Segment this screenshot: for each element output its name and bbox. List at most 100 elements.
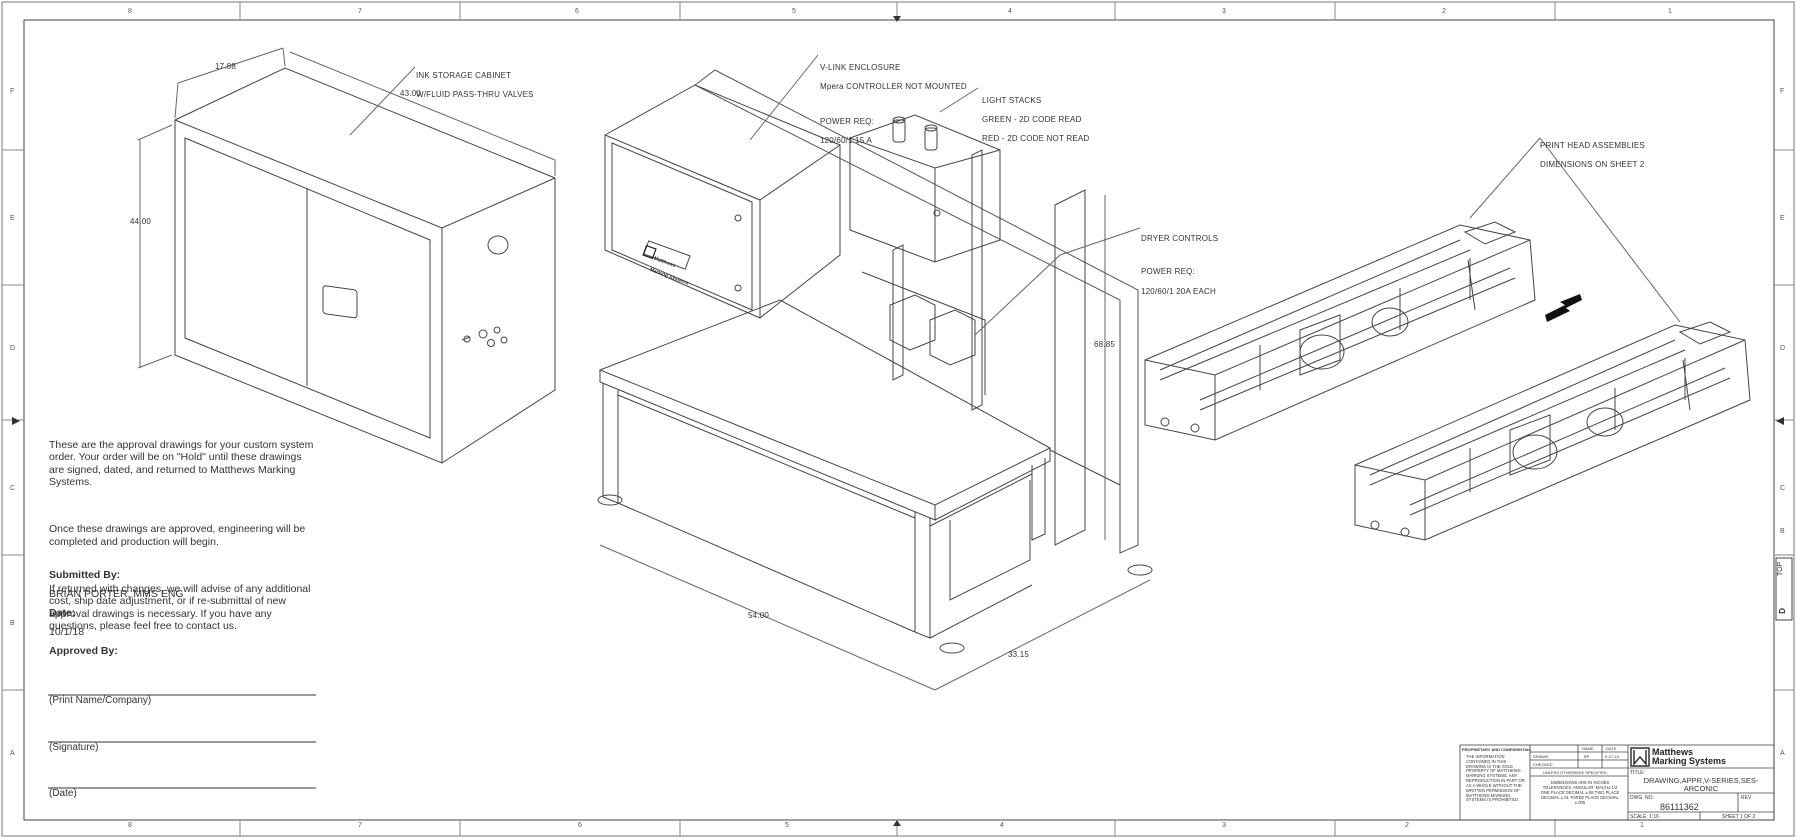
signature-caption: (Signature): [49, 742, 99, 753]
title-block-frame: [1459, 744, 1775, 821]
drawn-name: BP: [1584, 754, 1590, 759]
cabinet-width-dim: 43.00: [400, 89, 422, 98]
checked-label: CHECKED: [1533, 762, 1553, 767]
zone-bottom-7: 7: [358, 822, 362, 829]
light-stacks-line1: LIGHT STACKS: [982, 95, 1042, 105]
sheet-value: SHEET 1 OF 2: [1722, 814, 1756, 820]
note-paragraph-3: If returned with changes, we will advise…: [49, 582, 311, 633]
side-tab-frame: [1775, 557, 1793, 621]
zone-bottom-6: 6: [578, 822, 582, 829]
drawn-date: 9-27-18: [1605, 754, 1619, 759]
zone-bottom-8: 8: [128, 822, 132, 829]
print-name-caption: (Print Name/Company): [49, 695, 152, 706]
light-stacks-line2: GREEN - 2D CODE READ: [982, 114, 1082, 124]
zone-left-D: D: [10, 345, 16, 352]
note-paragraph-1: These are the approval drawings for your…: [49, 438, 314, 489]
zone-bottom-4: 4: [1000, 822, 1004, 829]
date-header: DATE: [1606, 746, 1617, 751]
zone-bottom-3: 3: [1222, 822, 1226, 829]
zone-left-E: E: [10, 215, 15, 222]
enclosure-logo-icon: [642, 244, 657, 260]
zone-top-4: 4: [1008, 8, 1012, 15]
zone-left-A: A: [10, 750, 15, 757]
company-name-line2: Marking Systems: [1652, 756, 1727, 766]
dryer-line3: 120/60/1 20A EACH: [1141, 286, 1217, 296]
submitted-by-label: Submitted By:: [49, 569, 121, 581]
zone-right-F: F: [1780, 88, 1785, 95]
dryer-controls-label: DRYER CONTROLS POWER REQ: 120/60/1 20A E…: [1141, 224, 1218, 306]
company-name-line1: Matthews: [1652, 747, 1694, 757]
table-depth-dim: 33.15: [1008, 650, 1030, 659]
zone-bottom-1: 1: [1640, 822, 1644, 829]
scale-value: SCALE: 1:16: [1630, 814, 1659, 820]
zone-top-5: 5: [792, 8, 796, 15]
zone-left-B: B: [10, 620, 15, 627]
submitted-by-value: BRIAN PORTER, MMS ENG: [49, 588, 184, 600]
zone-top-1: 1: [1668, 8, 1672, 15]
print-heads-line1: PRINT HEAD ASSEMBLIES: [1540, 140, 1645, 150]
print-heads-drawing: [1144, 137, 1751, 541]
zone-bottom-5: 5: [785, 822, 789, 829]
print-heads-line2: DIMENSIONS ON SHEET 2: [1540, 159, 1645, 169]
zone-left-C: C: [10, 485, 16, 492]
enclosure-power-value: 120/60/1 15 A: [820, 135, 872, 145]
zone-bottom-2: 2: [1405, 822, 1409, 829]
zone-top-6: 6: [575, 8, 579, 15]
title-label: TITLE:: [1630, 770, 1646, 776]
company-name: Matthews Marking Systems: [1652, 748, 1726, 766]
date-caption: (Date): [49, 788, 77, 799]
enclosure-label-line1: V-LINK ENCLOSURE: [820, 62, 901, 72]
direction-arrow: [1545, 294, 1582, 322]
approved-by-label: Approved By:: [49, 645, 118, 657]
cabinet-label-line1: INK STORAGE CABINET: [416, 70, 512, 80]
center-mark-right: [1776, 417, 1784, 425]
zone-right-C: C: [1780, 485, 1786, 492]
table-height-dim: 68.85: [1094, 340, 1116, 349]
rev-label: REV: [1741, 795, 1752, 801]
center-mark-top: [893, 16, 901, 22]
matthews-logo-icon: [1630, 747, 1650, 767]
cabinet-height-dim: 44.00: [130, 217, 152, 226]
proprietary-heading: PROPRIETARY AND CONFIDENTIAL: [1462, 747, 1531, 752]
zone-right-B: B: [1780, 528, 1785, 535]
dryer-line1: DRYER CONTROLS: [1141, 233, 1219, 243]
center-mark-left: [12, 417, 20, 425]
cabinet-depth-dim: 17.88: [215, 62, 237, 71]
table-length-dim: 54.00: [748, 611, 770, 620]
dwg-no-label: DWG. NO.: [1630, 795, 1654, 801]
unless-specified: UNLESS OTHERWISE SPECIFIED:: [1543, 770, 1608, 775]
dimensions-tolerances: DIMENSIONS ARE IN INCHES TOLERANCES: ANG…: [1540, 780, 1620, 806]
zone-right-E: E: [1780, 215, 1785, 222]
ink-cabinet-drawing: [137, 47, 556, 464]
enclosure-label-line2: Mpera CONTROLLER NOT MOUNTED: [820, 81, 967, 91]
station-drawing: [597, 54, 1153, 691]
name-header: NAME: [1582, 746, 1594, 751]
drawing-title: DRAWING,APPR,V-SERIES,SES- ARCONIC: [1630, 776, 1772, 794]
drawn-label: DRAWN: [1533, 754, 1548, 759]
drawing-title-line1: DRAWING,APPR,V-SERIES,SES-: [1643, 776, 1759, 785]
dwg-no-value: 86111362: [1660, 802, 1699, 812]
cabinet-label-line2: W/FLUID PASS-THRU VALVES: [416, 89, 534, 99]
enclosure-label: V-LINK ENCLOSURE Mpera CONTROLLER NOT MO…: [820, 53, 967, 155]
light-stacks-label: LIGHT STACKS GREEN - 2D CODE READ RED - …: [982, 86, 1089, 153]
signature-lines: [48, 694, 316, 789]
zone-right-D: D: [1780, 345, 1786, 352]
date-label: Date:: [49, 607, 76, 619]
zone-top-7: 7: [358, 8, 362, 15]
drawing-title-line2: ARCONIC: [1683, 784, 1719, 794]
cabinet-label: INK STORAGE CABINET W/FLUID PASS-THRU VA…: [416, 61, 534, 109]
side-tab-letter: D: [1778, 607, 1788, 614]
zone-top-2: 2: [1442, 8, 1446, 15]
proprietary-text: THE INFORMATION CONTAINED IN THIS DRAWIN…: [1466, 754, 1525, 803]
date-value: 10/1/18: [49, 626, 85, 638]
zone-left-F: F: [10, 88, 15, 95]
zone-top-3: 3: [1222, 8, 1226, 15]
zone-top-8: 8: [128, 8, 132, 15]
note-paragraph-2: Once these drawings are approved, engine…: [49, 523, 306, 548]
print-heads-label: PRINT HEAD ASSEMBLIES DIMENSIONS ON SHEE…: [1540, 131, 1645, 179]
zone-right-A: A: [1780, 750, 1785, 757]
